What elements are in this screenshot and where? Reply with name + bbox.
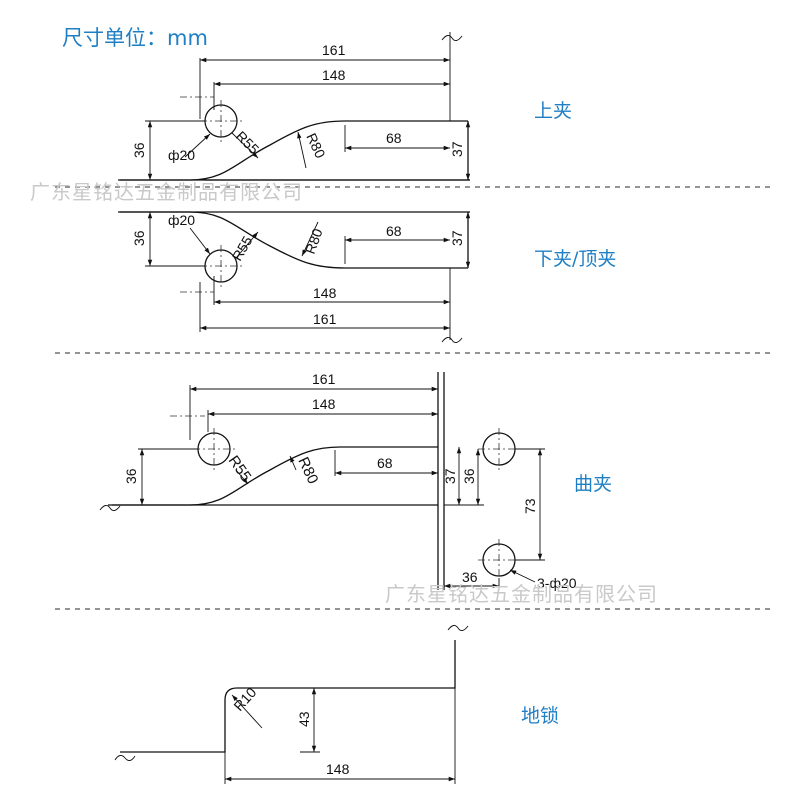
- label-upper-clamp: 上夹: [534, 100, 573, 122]
- dim-73: 73: [522, 498, 538, 514]
- dim-68: 68: [386, 223, 402, 239]
- dim-hole: ф20: [168, 212, 195, 228]
- dim-36-left: 36: [123, 468, 139, 484]
- floor-lock-drawing: R10 43 148: [114, 625, 469, 784]
- leader-line: [184, 133, 211, 158]
- break-mark: [441, 35, 463, 41]
- upper-clamp-drawing: 161 148 68 36 37 ф20 R55 R80: [118, 32, 471, 181]
- dim-161: 161: [312, 371, 336, 387]
- dim-148: 148: [312, 396, 336, 412]
- lower-clamp-drawing: 148 161 68 36 37 ф20 R55 R80: [118, 211, 471, 343]
- dim-37: 37: [449, 141, 465, 157]
- dim-36: 36: [131, 142, 147, 158]
- dim-36: 36: [131, 230, 147, 246]
- curved-clamp-outline: [108, 446, 438, 506]
- dim-r55: R55: [233, 128, 263, 158]
- dim-r55: R55: [225, 453, 255, 485]
- dim-r80: R80: [303, 131, 328, 161]
- dim-37: 37: [442, 468, 458, 484]
- leader-line: [235, 469, 249, 485]
- leader-line: [509, 569, 536, 583]
- leader-line: [235, 231, 259, 259]
- dim-148: 148: [326, 761, 350, 777]
- dim-148: 148: [313, 285, 337, 301]
- break-mark: [114, 755, 136, 761]
- leader-line: [301, 221, 319, 257]
- label-curved-clamp: 曲夹: [574, 473, 613, 495]
- dim-161: 161: [322, 42, 346, 58]
- dim-161: 161: [313, 311, 337, 327]
- dim-hole: ф20: [168, 147, 195, 163]
- break-mark: [441, 337, 463, 343]
- break-mark: [99, 505, 121, 511]
- dim-68: 68: [377, 455, 393, 471]
- leader-line: [289, 455, 297, 471]
- label-lower-top-clamp: 下夹/顶夹: [534, 248, 617, 270]
- dim-r55: R55: [229, 233, 256, 263]
- leader-line: [231, 694, 263, 729]
- dim-68: 68: [386, 130, 402, 146]
- dim-37: 37: [449, 230, 465, 246]
- leader-line: [189, 227, 211, 255]
- dim-holes: 3-ф20: [537, 575, 577, 591]
- watermark-top: 广东星铭达五金制品有限公司: [30, 180, 303, 204]
- dim-36-offset: 36: [462, 569, 478, 585]
- leader-line: [231, 132, 259, 159]
- floor-lock-outline: [120, 640, 456, 753]
- dim-43: 43: [296, 711, 312, 727]
- unit-title: 尺寸单位：mm: [62, 26, 208, 50]
- break-mark: [447, 625, 469, 631]
- watermark-bottom: 广东星铭达五金制品有限公司: [385, 582, 658, 606]
- dim-r80: R80: [294, 455, 321, 487]
- leader-line: [297, 131, 307, 169]
- dim-148: 148: [322, 67, 346, 83]
- dim-36-plate: 36: [461, 468, 477, 484]
- label-floor-lock: 地锁: [521, 705, 560, 727]
- curved-clamp-drawing: 161 148 68 36 37 36 73: [99, 371, 577, 591]
